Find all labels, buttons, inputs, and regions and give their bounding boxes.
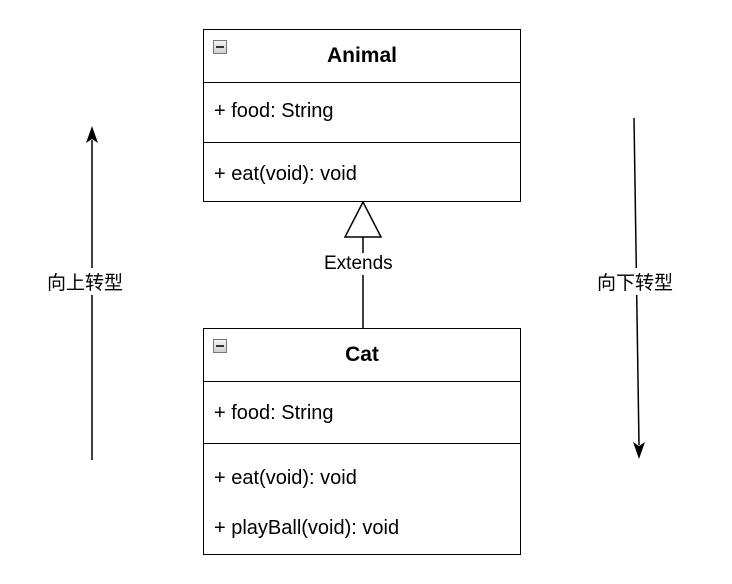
class-cat-header: Cat (204, 329, 520, 382)
extends-arrowhead (343, 200, 383, 238)
class-animal-methods: + eat(void): void (204, 143, 520, 201)
upcast-arrowhead (86, 126, 98, 143)
upcast-label: 向上转型 (47, 268, 124, 295)
collapse-icon[interactable] (213, 339, 227, 353)
class-animal-attributes: + food: String (204, 83, 520, 143)
collapse-icon[interactable] (213, 40, 227, 54)
class-attribute: + food: String (214, 402, 334, 424)
class-animal-header: Animal (204, 30, 520, 83)
class-method: + eat(void): void (214, 163, 357, 185)
class-cat-name: Cat (345, 343, 379, 366)
class-attribute: + food: String (214, 100, 334, 122)
downcast-arrowhead (633, 442, 645, 459)
class-method: + playBall(void): void (214, 517, 400, 539)
class-animal[interactable]: Animal + food: String + eat(void): void (203, 29, 521, 202)
class-cat-attributes: + food: String (204, 382, 520, 444)
class-cat-methods: + eat(void): void + playBall(void): void (204, 444, 520, 554)
extends-label: Extends (323, 253, 394, 275)
class-cat[interactable]: Cat + food: String + eat(void): void + p… (203, 328, 521, 555)
class-animal-name: Animal (326, 44, 397, 67)
class-method: + eat(void): void (214, 467, 357, 489)
downcast-label: 向下转型 (597, 268, 674, 295)
